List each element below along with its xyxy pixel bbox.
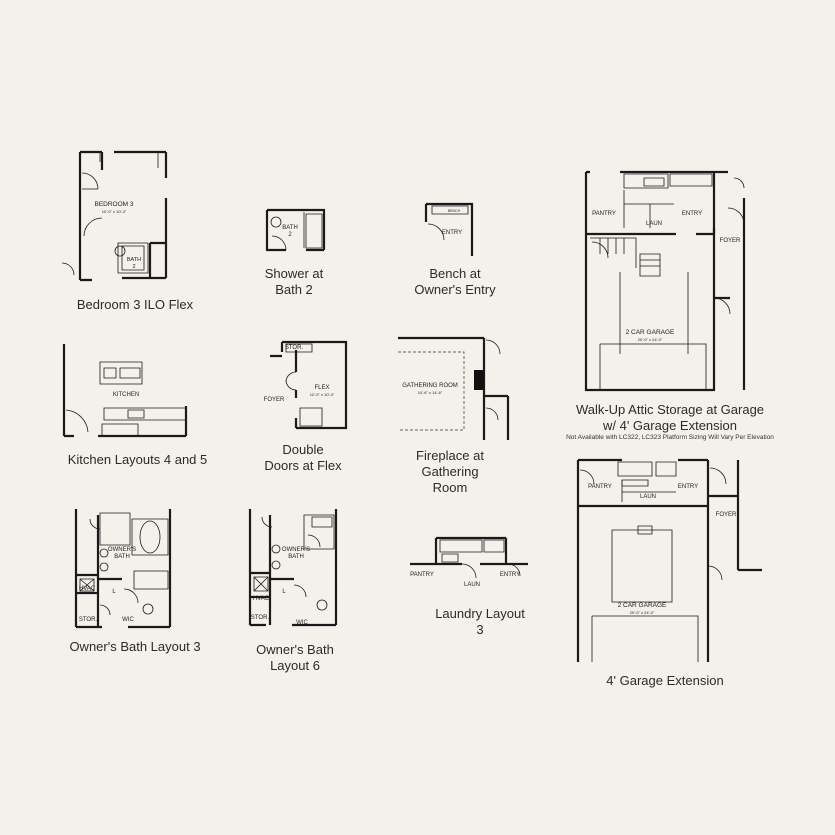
caption-line: Laundry Layout [435, 606, 525, 621]
gathering-room-label: GATHERING ROOM [402, 383, 458, 389]
laundry-laun-label: LAUN [464, 582, 480, 588]
caption-text: Owner's Bath Layout 3 [69, 639, 201, 654]
caption-bedroom-3: Bedroom 3 ILO Flex [55, 297, 215, 313]
attic-foyer-label: FOYER [720, 238, 741, 244]
extension-garage-size: 20'-0" x 24'-0" [630, 610, 655, 615]
caption-line: Fireplace at [416, 448, 484, 463]
plan-owners-bath-layout-6: OWNER'S BATH HVAC L STOR. WIC [248, 509, 338, 627]
bath-3-owners-label: OWNER'S [108, 547, 136, 553]
bath-3-hvac-label: HVAC [79, 586, 96, 592]
extension-foyer-label: FOYER [716, 512, 737, 518]
attic-pantry-label: PANTRY [592, 211, 616, 217]
attic-availability-note: Not Available with LC322, LC323 Platform… [566, 434, 774, 441]
plan-kitchen-layouts: KITCHEN [62, 344, 188, 438]
caption-bath-3: Owner's Bath Layout 3 [55, 639, 215, 655]
attic-garage-label: 2 CAR GARAGE [626, 329, 675, 336]
bath-6-stor-label: STOR. [251, 615, 270, 621]
caption-line: w/ 4' Garage Extension [603, 418, 737, 433]
caption-fireplace: Fireplace at Gathering Room [395, 448, 505, 496]
caption-line: Room [432, 480, 468, 495]
plan-bedroom-3-ilo-flex: BEDROOM 3 10'-0" x 10'-3" BATH 2 [62, 150, 168, 282]
caption-text: Kitchen Layouts 4 and 5 [67, 452, 208, 467]
laundry-entry-label: ENTRY [500, 572, 520, 578]
plan-owners-bath-layout-3: OWNER'S BATH HVAC L STOR. WIC [74, 509, 172, 629]
caption-line: Double [282, 442, 324, 457]
caption-text: Bedroom 3 ILO Flex [76, 297, 194, 312]
caption-double-doors: Double Doors at Flex [248, 442, 358, 474]
caption-line: Doors at Flex [264, 458, 342, 473]
laundry-pantry-label: PANTRY [410, 572, 434, 578]
caption-laundry: Laundry Layout 3 [415, 606, 545, 638]
gathering-room-size: 14'-6" x 14'-6" [418, 390, 443, 395]
bath-6-owners-label-2: BATH [288, 554, 304, 560]
caption-text: 4' Garage Extension [606, 673, 724, 688]
plan-laundry-layout-3: PANTRY LAUN ENTRY [410, 536, 528, 588]
attic-garage-size: 20'-0" x 24'-0" [638, 337, 663, 342]
caption-line: Shower at [264, 266, 324, 281]
caption-line: Owner's Entry [414, 282, 496, 297]
bath-3-l-label: L [112, 589, 116, 595]
caption-attic: Walk-Up Attic Storage at Garage w/ 4' Ga… [560, 402, 780, 434]
caption-line: Bench at [429, 266, 481, 281]
bedroom-3-label: BEDROOM 3 [94, 201, 133, 208]
flex-stor-label: STOR. [285, 345, 304, 351]
bench-label: BENCH [448, 209, 461, 213]
kitchen-label: KITCHEN [113, 392, 139, 398]
extension-pantry-label: PANTRY [588, 484, 612, 490]
plan-fireplace-gathering-room: GATHERING ROOM 14'-6" x 14'-6" [398, 336, 510, 440]
entry-label: ENTRY [442, 230, 462, 236]
bath-2-number: 2 [132, 264, 135, 270]
flex-label: FLEX [314, 385, 329, 391]
caption-line: 3 [476, 622, 484, 637]
plan-shower-bath-2: BATH 2 [265, 208, 326, 252]
bath-6-wic-label: WIC [296, 620, 308, 626]
bedroom-3-size: 10'-0" x 10'-3" [102, 209, 127, 214]
caption-line: Gathering [421, 464, 479, 479]
extension-laun-label: LAUN [640, 494, 656, 500]
plan-garage-extension: PANTRY LAUN ENTRY FOYER 2 CAR GARAGE 20'… [576, 458, 762, 662]
bath-6-owners-label: OWNER'S [282, 547, 310, 553]
bath-3-stor-label: STOR. [79, 617, 98, 623]
caption-kitchen: Kitchen Layouts 4 and 5 [55, 452, 220, 468]
plan-double-doors-flex: STOR. FOYER FLEX 12'-0" x 10'-3" [264, 340, 348, 430]
caption-line: Walk-Up Attic Storage at Garage [575, 402, 765, 417]
bath-6-hvac-label: HVAC [253, 596, 270, 602]
shower-bath-label: BATH [282, 225, 298, 231]
caption-bench: Bench at Owner's Entry [395, 266, 515, 298]
bath-3-owners-label-2: BATH [114, 554, 130, 560]
caption-line: Layout 6 [270, 658, 320, 673]
attic-entry-label: ENTRY [682, 211, 702, 217]
caption-line: Owner's Bath [256, 642, 334, 657]
extension-entry-label: ENTRY [678, 484, 698, 490]
plan-bench-owners-entry: BENCH ENTRY [424, 202, 474, 256]
shower-bath-number: 2 [288, 232, 292, 238]
caption-shower: Shower at Bath 2 [244, 266, 344, 298]
flex-size: 12'-0" x 10'-3" [310, 392, 335, 397]
attic-laun-label: LAUN [646, 221, 662, 227]
plan-walk-up-attic-storage: PANTRY LAUN ENTRY FOYER 2 CAR GARAGE 20'… [584, 170, 746, 392]
caption-line: Bath 2 [275, 282, 313, 297]
extension-garage-label: 2 CAR GARAGE [618, 602, 667, 609]
bath-2-label: BATH [127, 257, 141, 263]
caption-bath-6: Owner's Bath Layout 6 [240, 642, 350, 674]
bath-3-wic-label: WIC [122, 617, 134, 623]
flex-foyer-label: FOYER [264, 397, 285, 403]
bath-6-l-label: L [282, 589, 286, 595]
caption-garage-extension: 4' Garage Extension [580, 673, 750, 689]
